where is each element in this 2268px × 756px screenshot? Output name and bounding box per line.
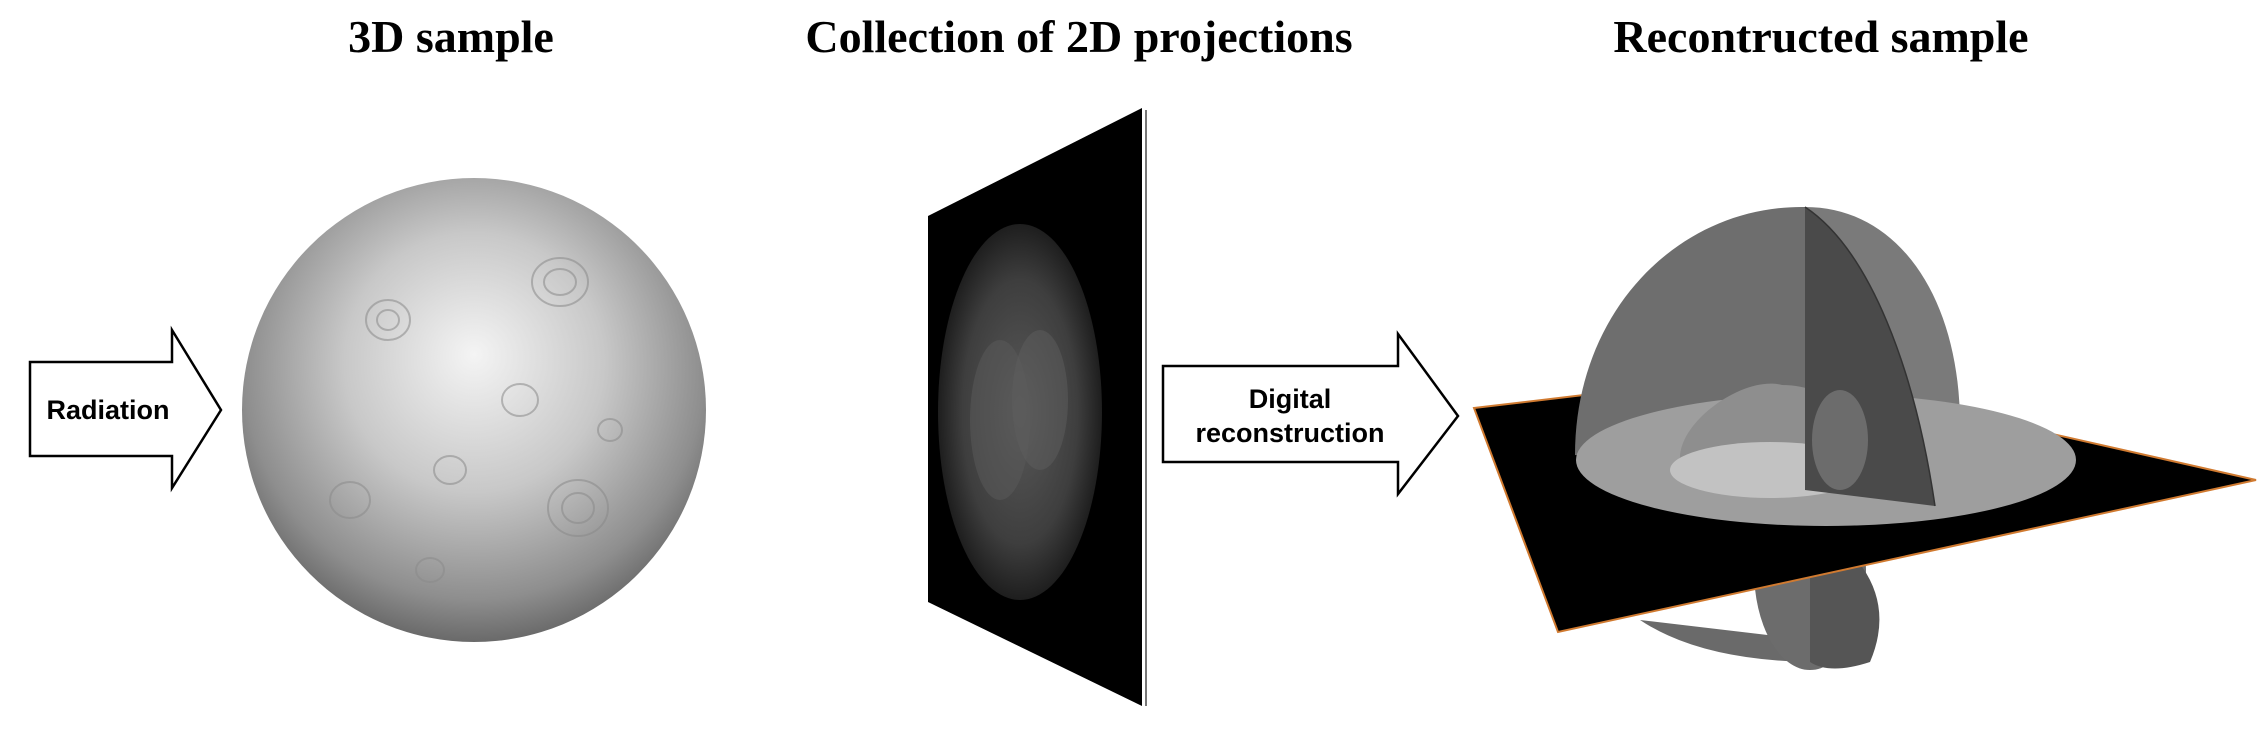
digital-reconstruction-label-line2: reconstruction <box>1195 418 1384 448</box>
sample-sphere <box>242 178 706 642</box>
digital-reconstruction-arrow: Digital reconstruction <box>1161 330 1460 498</box>
radiation-label: Radiation <box>46 395 169 425</box>
reconstructed-sample <box>1472 206 2257 670</box>
sphere-ripple-pattern <box>329 257 623 583</box>
projection-plate <box>928 108 1147 706</box>
panel-title-reconstructed-sample: Recontructed sample <box>1613 11 2029 62</box>
digital-reconstruction-label-line1: Digital <box>1249 384 1332 414</box>
panel-title-3d-sample: 3D sample <box>348 11 554 62</box>
panel-title-2d-projections: Collection of 2D projections <box>805 11 1353 62</box>
radiation-arrow: Radiation <box>28 325 223 493</box>
